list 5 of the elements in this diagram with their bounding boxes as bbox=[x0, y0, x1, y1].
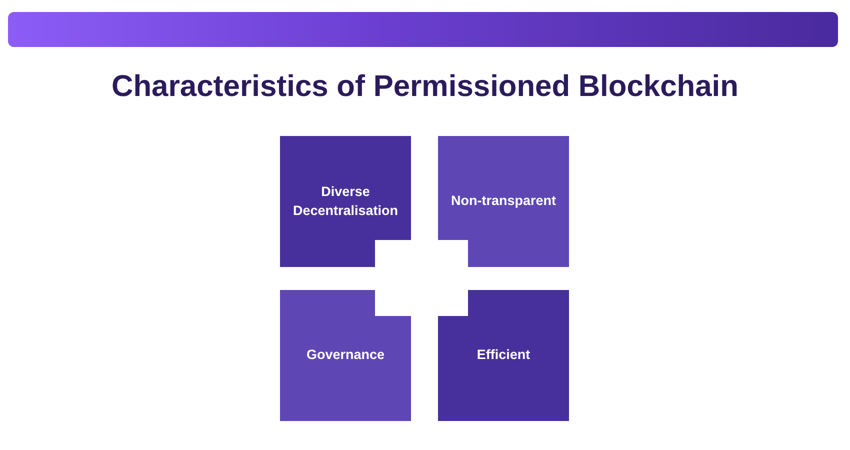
tile-label: Efficient bbox=[476, 346, 530, 364]
tile-label: Non-transparent bbox=[450, 192, 556, 210]
tile-label: Diverse Decentralisation bbox=[292, 183, 400, 220]
title: Characteristics of Permissioned Blockchain bbox=[110, 70, 740, 104]
tile-label: Governance bbox=[306, 346, 385, 364]
